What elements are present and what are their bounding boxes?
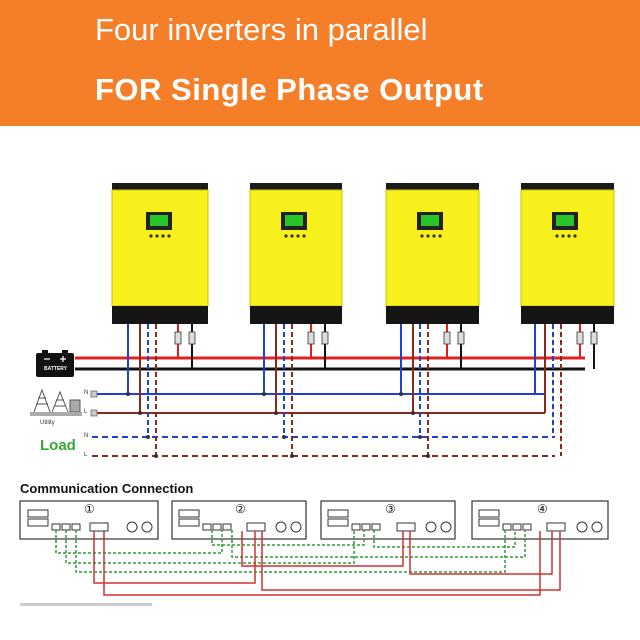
lcd-screen-icon	[150, 215, 168, 226]
load-label: Load	[40, 437, 76, 454]
wiring-diagram	[19, 183, 615, 606]
communication-title: Communication Connection	[20, 481, 194, 496]
terminal-connectors	[90, 390, 98, 417]
battery-bus	[75, 324, 598, 371]
battery-label: BATTERY	[44, 366, 68, 372]
header-banner: Four inverters in parallel FOR Single Ph…	[0, 0, 640, 126]
unit-4-number: ④	[537, 502, 548, 516]
unit-2-number: ②	[235, 502, 246, 516]
utility-l-label: L	[84, 409, 88, 415]
battery-icon	[36, 350, 74, 377]
unit-3-number: ③	[385, 502, 396, 516]
lcd-screen-icon	[421, 215, 439, 226]
inverter-2	[249, 183, 343, 324]
comm-red-links	[93, 531, 561, 596]
utility-label: Utility	[40, 420, 55, 426]
page-title: Four inverters in parallel	[95, 12, 428, 47]
load-l-label: L	[84, 452, 88, 458]
comm-unit-1	[19, 500, 159, 540]
inverter-3	[385, 183, 480, 324]
unit-1-number: ①	[84, 502, 95, 516]
load-n-label: N	[84, 433, 89, 439]
comm-unit-3	[320, 500, 456, 540]
comm-unit-2	[171, 500, 307, 540]
junction-dots	[126, 392, 430, 458]
comm-green-links	[55, 530, 526, 573]
utility-n-label: N	[84, 390, 89, 396]
page-subtitle: FOR Single Phase Output	[95, 72, 484, 107]
lcd-screen-icon	[285, 215, 303, 226]
footer-bar	[20, 603, 152, 606]
utility-lines	[92, 324, 546, 414]
load-lines	[92, 324, 562, 457]
utility-tower-icon	[30, 388, 82, 416]
inverter-4	[520, 183, 615, 324]
lcd-screen-icon	[556, 215, 574, 226]
inverter-1	[111, 183, 209, 324]
